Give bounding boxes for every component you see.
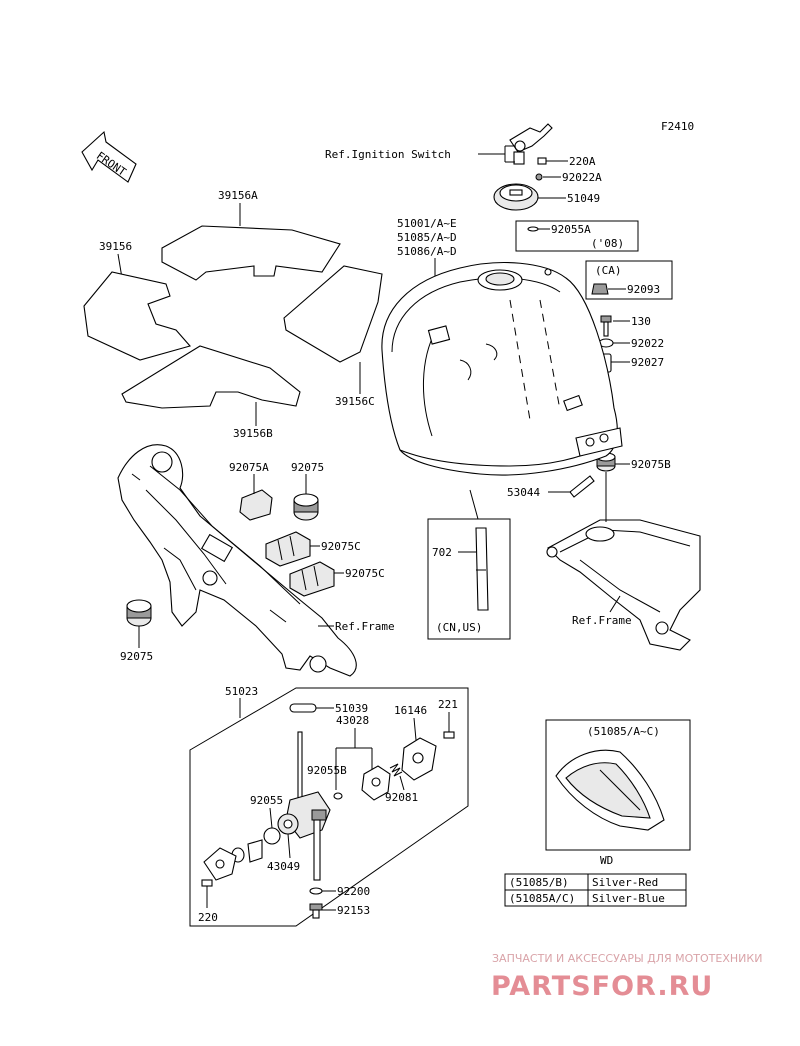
- label-92075b: 92075B: [631, 458, 671, 471]
- rear-frame-icon: [546, 519, 701, 651]
- damper-92075-top-icon: [293, 493, 319, 521]
- watermark-line-1: ЗАПЧАСТИ И АКСЕССУАРЫ ДЛЯ МОТОТЕХНИКИ: [492, 952, 762, 965]
- label-16146: 16146: [394, 704, 427, 717]
- label-92022a: 92022A: [562, 171, 602, 184]
- label-92081: 92081: [385, 791, 418, 804]
- nut-92093-icon: [591, 283, 609, 295]
- lever-43049-icon: [277, 813, 299, 835]
- hose-702-icon: [475, 527, 489, 611]
- gasket-51039-icon: [289, 703, 317, 713]
- box-fuel-cock: [189, 687, 469, 927]
- oring-92055b-icon: [333, 792, 343, 800]
- label-39156: 39156: [99, 240, 132, 253]
- ignition-switch-icon: [509, 123, 553, 165]
- box-ca: [585, 260, 673, 300]
- label-130: 130: [631, 315, 651, 328]
- label-92022: 92022: [631, 337, 664, 350]
- label-53044: 53044: [507, 486, 540, 499]
- label-92075a: 92075A: [229, 461, 269, 474]
- label-wd: WD: [600, 854, 613, 867]
- screw-221-icon: [443, 731, 455, 739]
- label-92055b: 92055B: [307, 764, 347, 777]
- color-table-part-2: (51085A/C): [509, 892, 575, 905]
- label-702: 702: [432, 546, 452, 559]
- label-220a: 220A: [569, 155, 596, 168]
- damper-92075-bottom-icon: [126, 599, 152, 627]
- label-39156c: 39156C: [335, 395, 375, 408]
- label-39156a: 39156A: [218, 189, 258, 202]
- bolt-92153-icon: [309, 903, 323, 919]
- label-92200: 92200: [337, 885, 370, 898]
- oring-92055-icon: [263, 827, 281, 845]
- tank-cover-icon: [555, 749, 665, 831]
- label-51023: 51023: [225, 685, 258, 698]
- label-ref-frame-right: Ref.Frame: [572, 614, 632, 627]
- fuel-cock-icon: [285, 731, 331, 881]
- damper-92075c-1-icon: [265, 531, 311, 567]
- label-51049: 51049: [567, 192, 600, 205]
- label-92075-bottom: 92075: [120, 650, 153, 663]
- box-92055a: [515, 220, 639, 252]
- color-table-color-1: Silver-Red: [592, 876, 658, 889]
- label-92075c-2: 92075C: [345, 567, 385, 580]
- box-702: [427, 518, 511, 640]
- label-ref-frame-left: Ref.Frame: [335, 620, 395, 633]
- screw-220a-icon: [537, 157, 552, 165]
- fuel-tank-icon: [381, 261, 623, 476]
- screw-220-icon: [201, 879, 213, 887]
- pipe-53044-icon: [569, 475, 595, 498]
- label-220: 220: [198, 911, 218, 924]
- label-43049: 43049: [267, 860, 300, 873]
- pad-39156-icon: [83, 271, 191, 361]
- pad-39156a-icon: [161, 225, 341, 281]
- inset-box: [545, 719, 691, 851]
- tank-cap-icon: [493, 183, 539, 211]
- label-ca: (CA): [595, 264, 622, 277]
- label-92153: 92153: [337, 904, 370, 917]
- damper-92075a-icon: [239, 489, 273, 521]
- pad-39156c-icon: [283, 265, 383, 363]
- plate-bottom-icon: [203, 847, 237, 881]
- label-221: 221: [438, 698, 458, 711]
- label-92075c-1: 92075C: [321, 540, 361, 553]
- label-tank-2: 51085/A~D: [397, 231, 457, 244]
- seal-icon: [247, 839, 263, 863]
- frame-icon: [117, 444, 357, 677]
- figure-code: F2410: [661, 120, 694, 133]
- label-39156b: 39156B: [233, 427, 273, 440]
- label-tank-3: 51086/A~D: [397, 245, 457, 258]
- color-table-part-1: (51085/B): [509, 876, 569, 889]
- plate-16146-icon: [401, 737, 437, 781]
- pad-39156b-icon: [121, 345, 301, 409]
- label-51039: 51039: [335, 702, 368, 715]
- cover-43028-icon: [361, 765, 391, 801]
- watermark-line-2: PARTSFOR.RU: [491, 971, 713, 1002]
- label-92055a: 92055A: [551, 223, 591, 236]
- washer-92022a-icon: [535, 173, 543, 181]
- inset-title: (51085/A~C): [587, 725, 660, 738]
- oring-92055a-icon: [527, 226, 539, 232]
- label-92055a-note: ('08): [591, 237, 624, 250]
- color-table-color-2: Silver-Blue: [592, 892, 665, 905]
- label-ref-ignition: Ref.Ignition Switch: [325, 148, 451, 161]
- label-92055: 92055: [250, 794, 283, 807]
- label-92075-top: 92075: [291, 461, 324, 474]
- label-43028: 43028: [336, 714, 369, 727]
- front-arrow-icon: FRONT: [81, 130, 137, 183]
- washer-92200-icon: [309, 887, 323, 895]
- label-92093: 92093: [627, 283, 660, 296]
- bolt-130-icon: [600, 315, 612, 337]
- color-table: (51085/B) Silver-Red (51085A/C) Silver-B…: [504, 873, 687, 907]
- damper-92075c-2-icon: [289, 561, 335, 597]
- label-tank-1: 51001/A~E: [397, 217, 457, 230]
- label-92027: 92027: [631, 356, 664, 369]
- label-cn-us: (CN,US): [436, 621, 482, 634]
- spring-92081-icon: [389, 763, 403, 777]
